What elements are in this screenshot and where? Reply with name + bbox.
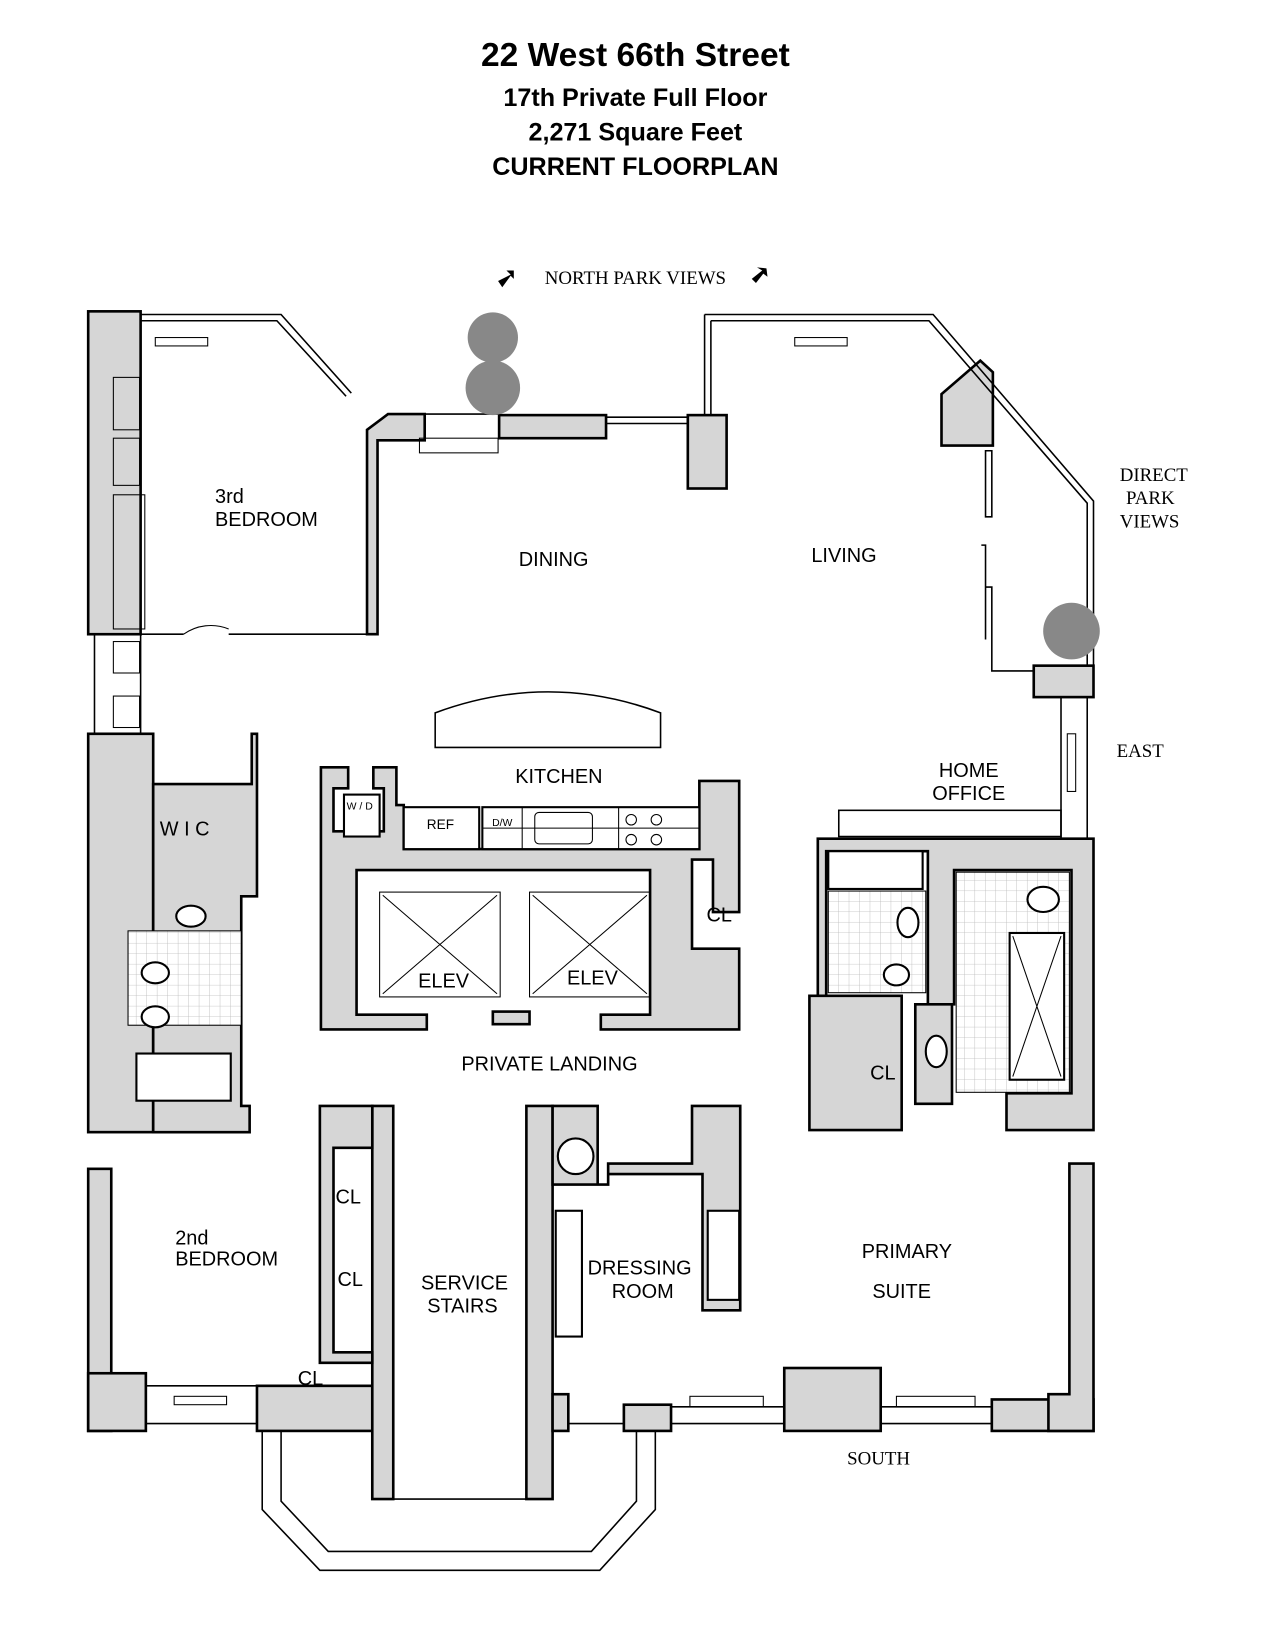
room-label-home-office-line1: HOME [939, 760, 999, 782]
sink-icon [534, 811, 593, 845]
east-label: EAST [1117, 741, 1165, 762]
refrigerator: REF [402, 806, 481, 851]
room-label-dressing-room-line1: DRESSING [588, 1258, 692, 1280]
counter: D/W [481, 806, 701, 851]
room-label-service-stairs-line2: STAIRS [427, 1295, 497, 1317]
windows [93, 313, 1095, 1572]
direct-park-views-line1: DIRECT [1120, 465, 1189, 486]
dresser [706, 1209, 741, 1301]
room-label-primary-suite-line1: PRIMARY [862, 1241, 952, 1263]
south-label: SOUTH [847, 1448, 910, 1469]
area-subtitle: 2,271 Square Feet [528, 118, 742, 146]
tree-icon [465, 312, 521, 416]
svg-text:ELEV: ELEV [567, 967, 619, 989]
bathtub-icon [135, 1052, 232, 1102]
room-label-kitchen: KITCHEN [515, 766, 602, 788]
floor-subtitle: 17th Private Full Floor [503, 84, 767, 112]
room-label-3rd-bedroom-line2: BEDROOM [215, 509, 318, 531]
closet-label: CL [335, 1186, 360, 1208]
bath-floor [827, 890, 927, 994]
hanging-rod [554, 1209, 583, 1338]
closet-label: CL [338, 1269, 363, 1291]
office-desk [837, 809, 1062, 838]
dishwasher-label: D/W [492, 818, 512, 829]
north-park-views-label: NORTH PARK VIEWS [545, 268, 726, 289]
room-label-dining: DINING [519, 549, 589, 571]
address-title: 22 West 66th Street [481, 37, 790, 74]
svg-text:W / D: W / D [347, 801, 374, 812]
room-label-dressing-room-line2: ROOM [612, 1281, 674, 1303]
sink-icon [175, 904, 207, 928]
washer-dryer: W / D [342, 793, 381, 838]
svg-text:ELEV: ELEV [418, 970, 470, 992]
room-label-primary-suite-line2: SUITE [872, 1281, 931, 1303]
svg-text:REF: REF [427, 817, 454, 832]
room-label-living: LIVING [811, 545, 876, 567]
tree-icon [1043, 602, 1100, 660]
toilet-icon [882, 963, 911, 987]
elevator-1: ELEV [379, 891, 501, 998]
elevator-2: ELEV [529, 891, 651, 998]
closet-label: CL [298, 1368, 323, 1390]
closet-label: CL [707, 904, 732, 926]
toilet-icon [140, 961, 170, 985]
room-label-2nd-bedroom-line2: BEDROOM [175, 1248, 278, 1270]
closet-label: CL [870, 1063, 895, 1085]
toilet-icon [140, 1005, 170, 1029]
column-icon [556, 1137, 595, 1176]
shower-icon [1008, 931, 1066, 1081]
room-label-3rd-bedroom-line1: 3rd [215, 486, 244, 508]
direct-park-views-line2: PARK [1126, 488, 1175, 509]
room-label-wic: W I C [160, 818, 210, 840]
stove-icon [625, 813, 663, 846]
sink-icon [896, 906, 920, 939]
north-arrow-right-icon [751, 267, 768, 284]
sink-icon [924, 1034, 948, 1069]
room-label-2nd-bedroom-line1: 2nd [175, 1227, 208, 1249]
room-label-service-stairs-line1: SERVICE [421, 1272, 508, 1294]
kitchen-island [434, 691, 662, 749]
bathtub-icon [827, 850, 924, 890]
plan-type-subtitle: CURRENT FLOORPLAN [492, 153, 778, 181]
toilet-icon [1026, 885, 1060, 914]
direct-park-views-line3: VIEWS [1120, 511, 1180, 532]
room-label-home-office-line2: OFFICE [932, 783, 1005, 805]
room-label-private-landing: PRIVATE LANDING [461, 1053, 637, 1075]
north-arrow-left-icon [498, 270, 514, 288]
